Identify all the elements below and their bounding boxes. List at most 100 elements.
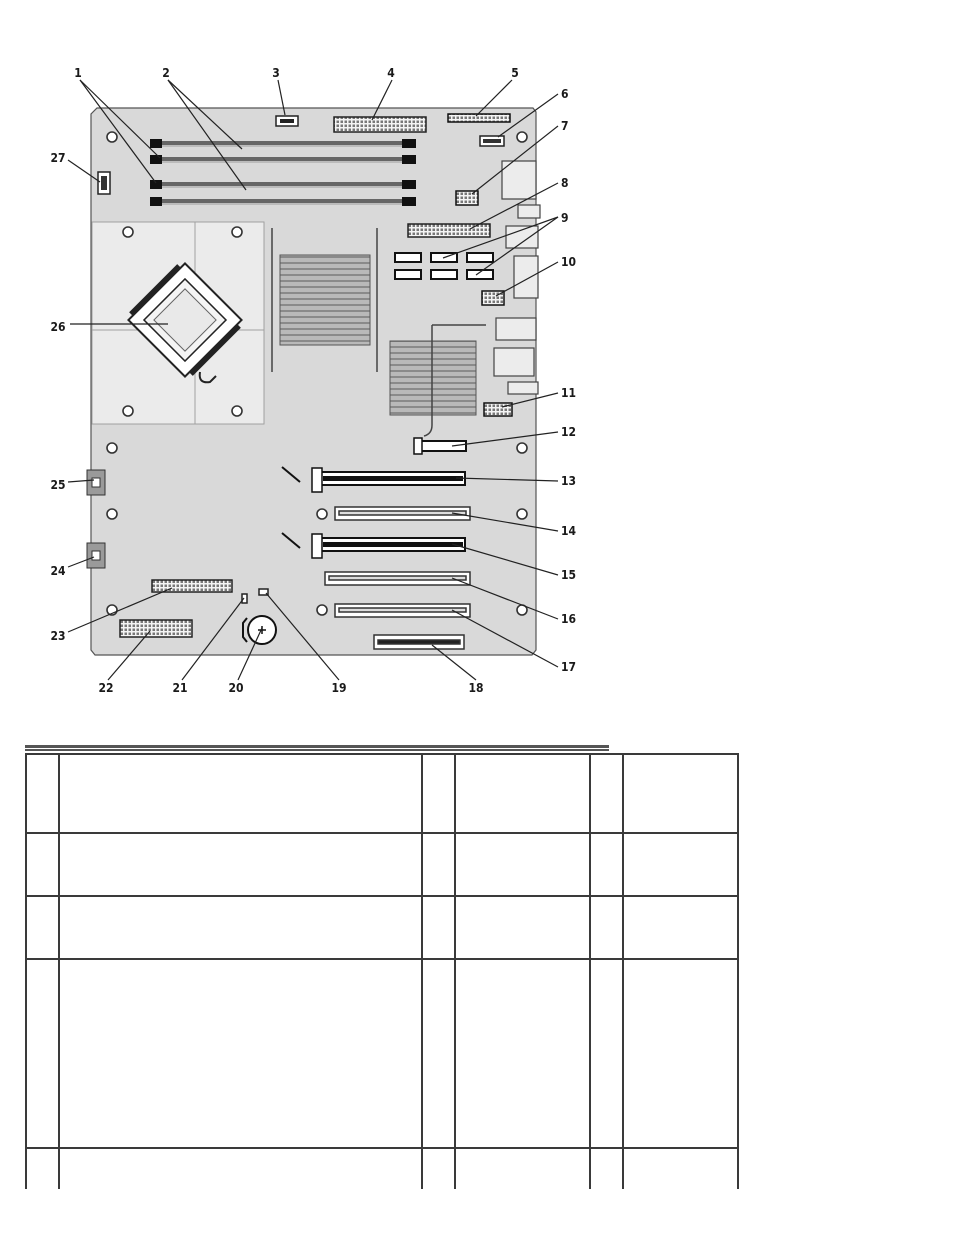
- mounting-holes: [106, 131, 528, 616]
- legend-row: [25, 753, 739, 834]
- leader-line-4-1: [371, 79, 393, 121]
- legend-cell: [421, 895, 456, 960]
- leader-line-20-1: [237, 627, 263, 681]
- callout-label-11: 11: [561, 386, 576, 400]
- callout-label-5: 5: [511, 66, 519, 80]
- southbridge-heatsink: [389, 340, 477, 416]
- legend-cell: [421, 1147, 456, 1189]
- legend-cell: [454, 1147, 591, 1189]
- jumper-19: [258, 588, 269, 596]
- motherboard-diagram: 1234567891011121314151617181920212223242…: [50, 66, 577, 695]
- legend-row: [25, 895, 739, 960]
- legend-cell: [589, 958, 624, 1149]
- leader-line-15-1: [451, 543, 559, 576]
- leader-line-9-1: [442, 216, 559, 259]
- leader-line-12-1: [451, 431, 559, 447]
- leader-line-1-2: [79, 79, 157, 184]
- table-top-rule-2: [25, 749, 609, 751]
- callout-leader-lines: [67, 79, 559, 681]
- callout-label-3: 3: [272, 66, 280, 80]
- leader-line-3-1: [277, 79, 286, 116]
- legend-cell: [58, 753, 423, 834]
- legend-cell: [25, 1147, 60, 1189]
- leader-line-18-1: [431, 644, 477, 681]
- back-panel-connectors: [493, 160, 541, 395]
- callout-label-1: 1: [74, 66, 82, 80]
- legend-cell: [421, 958, 456, 1149]
- header-23: [151, 579, 233, 593]
- heatsink-retention: [271, 228, 486, 437]
- callout-label-8: 8: [561, 176, 569, 190]
- callout-label-27: 27: [50, 151, 65, 165]
- callout-label-21: 21: [172, 681, 187, 695]
- leader-line-6-1: [497, 93, 559, 138]
- legend-row: [25, 832, 739, 897]
- pci-slots: [324, 506, 471, 650]
- legend-cell: [58, 958, 423, 1149]
- memory-slots: [150, 139, 416, 206]
- leader-line-14-1: [451, 512, 559, 532]
- legend-cell: [25, 895, 60, 960]
- callout-label-18: 18: [468, 681, 483, 695]
- leader-line-23-1: [67, 587, 173, 633]
- legend-table: [25, 753, 739, 1189]
- legend-cell: [622, 832, 739, 897]
- callout-label-13: 13: [561, 474, 576, 488]
- callout-label-12: 12: [561, 425, 576, 439]
- legend-cell: [622, 753, 739, 834]
- leader-line-7-1: [471, 125, 559, 195]
- legend-cell: [25, 832, 60, 897]
- leader-line-16-1: [451, 577, 559, 620]
- legend-cell: [589, 895, 624, 960]
- leader-line-9-2: [475, 216, 559, 276]
- callout-label-20: 20: [228, 681, 243, 695]
- callout-label-10: 10: [561, 255, 576, 269]
- callout-label-9: 9: [561, 211, 569, 225]
- legend-cell: [58, 1147, 423, 1189]
- leader-line-1-1: [79, 79, 161, 159]
- front-panel-connector: [447, 113, 511, 123]
- callout-label-6: 6: [561, 87, 569, 101]
- legend-cell: [25, 753, 60, 834]
- legend-cell: [454, 753, 591, 834]
- legend-cell: [454, 958, 591, 1149]
- leader-line-13-1: [455, 477, 559, 482]
- leader-line-11-1: [501, 392, 559, 408]
- legend-cell: [454, 832, 591, 897]
- legend-cell: [622, 1147, 739, 1189]
- legend-row: [25, 1147, 739, 1189]
- legend-cell: [589, 1147, 624, 1189]
- callout-label-26: 26: [50, 320, 65, 334]
- legend-cell: [622, 895, 739, 960]
- leader-line-2-2: [167, 79, 247, 191]
- callout-label-14: 14: [561, 524, 577, 538]
- callout-label-24: 24: [50, 564, 66, 578]
- leader-line-21-1: [181, 597, 245, 681]
- legend-cell: [589, 753, 624, 834]
- callout-label-2: 2: [162, 66, 170, 80]
- leader-line-25-1: [67, 479, 95, 483]
- leader-line-8-1: [469, 182, 559, 230]
- callout-label-7: 7: [561, 119, 569, 133]
- power-connector-12v: [455, 190, 479, 206]
- leader-line-17-1: [451, 609, 559, 668]
- leader-line-24-1: [67, 556, 95, 568]
- legend-cell: [421, 753, 456, 834]
- leader-line-2-1: [167, 79, 243, 150]
- leader-line-22-1: [107, 630, 151, 681]
- pcie-slots: [281, 437, 467, 559]
- callout-label-4: 4: [387, 66, 395, 80]
- table-top-rule: [25, 745, 609, 748]
- battery-socket: [242, 615, 277, 645]
- callout-label-15: 15: [561, 568, 576, 582]
- legend-cell: [25, 958, 60, 1149]
- jumper-21: [241, 593, 248, 604]
- callout-label-25: 25: [50, 478, 65, 492]
- northbridge-heatsink: [279, 254, 371, 346]
- legend-cell: [58, 895, 423, 960]
- legend-cell: [454, 895, 591, 960]
- power-connector-22: [119, 619, 193, 638]
- callout-label-17: 17: [561, 660, 576, 674]
- callout-label-23: 23: [50, 629, 65, 643]
- legend-cell: [58, 832, 423, 897]
